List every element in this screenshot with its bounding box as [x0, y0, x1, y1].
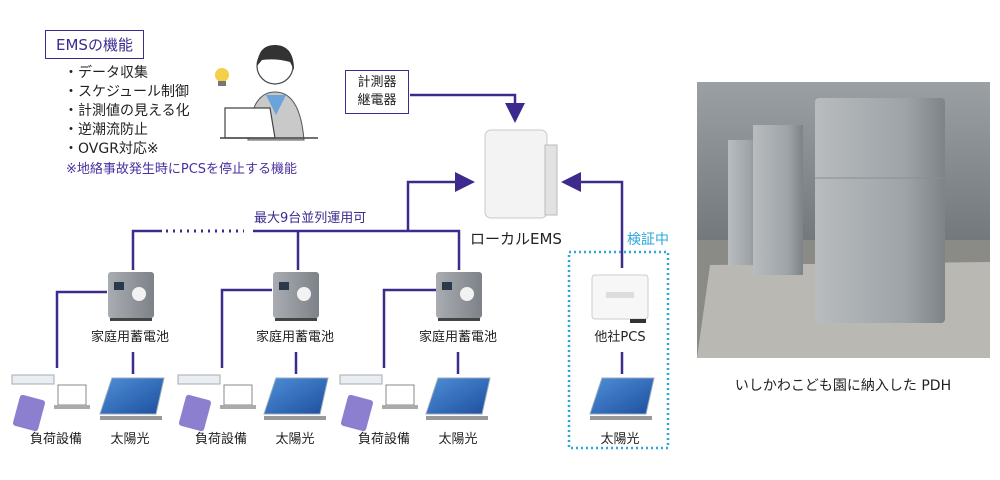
meter-relay-box: 計測器 継電器 — [345, 70, 409, 114]
meter-arrow — [410, 93, 525, 123]
verification-label: 検証中 — [627, 232, 669, 248]
battery-label: 家庭用蓄電池 — [90, 330, 170, 345]
lightbulb-icon — [215, 68, 229, 82]
load-equipment-icons — [11, 374, 418, 432]
battery-units — [108, 272, 482, 321]
function-item: ・逆潮流防止 — [64, 122, 148, 138]
pcs-label: 他社PCS — [594, 330, 646, 345]
pcs-device — [591, 274, 649, 323]
function-item: ・スケジュール制御 — [64, 84, 190, 100]
function-item: ・計測値の見える化 — [64, 103, 190, 119]
bus-left — [131, 229, 162, 270]
ems-footnote: ※地絡事故発生時にPCSを停止する機能 — [66, 162, 298, 177]
parallel-note: 最大9台並列運用可 — [254, 211, 367, 226]
battery-label: 家庭用蓄電池 — [255, 330, 335, 345]
load-label: 負荷設備 — [29, 432, 83, 447]
ems-function-list: ・データ収集 ・スケジュール制御 ・計測値の見える化 ・逆潮流防止 ・OVGR対… — [64, 64, 190, 159]
verification-box — [567, 250, 670, 450]
battery-label: 家庭用蓄電池 — [418, 330, 498, 345]
local-ems-label: ローカルEMS — [470, 230, 562, 248]
solar-label: 太陽光 — [438, 432, 478, 447]
photo-caption: いしかわこども園に納入した PDH — [734, 378, 952, 394]
local-ems-device — [484, 129, 558, 219]
pdh-installation-photo — [697, 82, 990, 358]
solar-label: 太陽光 — [275, 432, 315, 447]
load-label: 負荷設備 — [194, 432, 248, 447]
person-illustration — [215, 44, 318, 141]
solar-label: 太陽光 — [110, 432, 150, 447]
function-item: ・データ収集 — [64, 65, 148, 81]
relay-label: 継電器 — [357, 93, 397, 108]
bus-main — [253, 229, 461, 270]
load-label: 負荷設備 — [357, 432, 411, 447]
solar-panel-icons — [99, 377, 655, 420]
pcs-arrow — [561, 172, 624, 268]
ems-functions-title: EMSの機能 — [45, 30, 144, 59]
solar-label: 太陽光 — [600, 432, 640, 447]
meter-label: 計測器 — [357, 75, 397, 90]
function-item: ・OVGR対応※ — [64, 141, 159, 157]
bus-arrow — [406, 172, 475, 231]
